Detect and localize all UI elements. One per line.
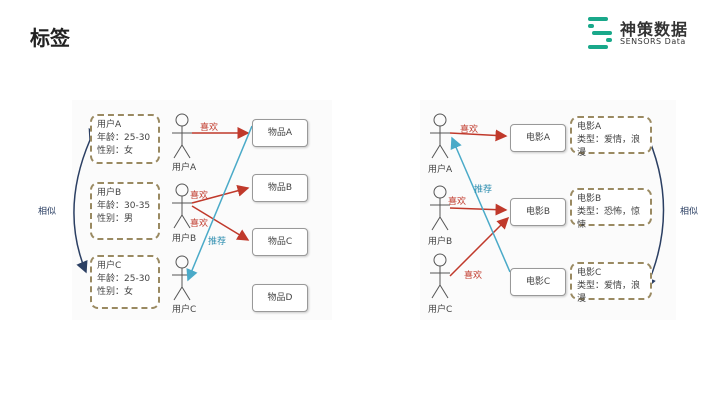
user-c-gender: 性别：女 — [97, 287, 134, 297]
movie-recommend-arrow — [450, 136, 511, 273]
movie-b-tag-name: 电影B — [577, 194, 602, 204]
movie-user-b-figure-icon — [430, 185, 450, 231]
logo-sub-text: SENSORS Data — [620, 37, 686, 46]
movie-like-label-3: 喜欢 — [464, 271, 483, 281]
movie-like-label-1: 喜欢 — [460, 125, 479, 135]
movie-c-tags: 电影C 类型：爱情，浪漫 — [570, 262, 652, 304]
movie-c-tag-name: 电影C — [577, 268, 602, 278]
like-label-3: 喜欢 — [190, 219, 209, 229]
user-a-age: 年龄：25-30 — [97, 133, 151, 143]
movie-like-arrow-b — [449, 203, 508, 216]
like-arrow-b-item-c — [191, 205, 250, 241]
movie-a-tags: 电影A 类型：爱情，浪漫 — [570, 116, 652, 158]
user-b-figure-icon — [172, 183, 192, 229]
user-c-label: 用户C — [172, 305, 197, 315]
movie-a-tag-name: 电影A — [577, 122, 602, 132]
movie-user-a-figure-icon — [430, 113, 450, 159]
movie-c-box: 电影C — [510, 268, 566, 296]
movie-like-arrow-c — [449, 216, 510, 277]
similar-arrow — [73, 127, 100, 274]
movie-b-tags: 电影B 类型：恐怖，惊悚 — [570, 188, 652, 230]
user-c-name: 用户C — [97, 261, 122, 271]
user-c-age: 年龄：25-30 — [97, 274, 151, 284]
movie-similar-label: 相似 — [680, 207, 699, 217]
user-a-profile: 用户A 年龄：25-30 性别：女 — [90, 114, 160, 164]
item-d-box: 物品D — [252, 284, 308, 312]
movie-b-tag-type: 类型：恐怖，惊悚 — [577, 207, 641, 230]
movie-b-box: 电影B — [510, 198, 566, 226]
movie-a-tag-type: 类型：爱情，浪漫 — [577, 135, 641, 158]
user-a-label: 用户A — [172, 163, 197, 173]
movie-a-box: 电影A — [510, 124, 566, 152]
recommend-label: 推荐 — [208, 237, 227, 247]
user-b-age: 年龄：30-35 — [97, 201, 151, 211]
item-c-box: 物品C — [252, 228, 308, 256]
movie-user-c-label: 用户C — [428, 305, 453, 315]
user-b-label: 用户B — [172, 234, 197, 244]
like-label-2: 喜欢 — [190, 191, 209, 201]
user-based-diagram: 用户A 年龄：25-30 性别：女 用户B 年龄：30-35 性别：男 用户C … — [38, 100, 332, 320]
user-c-figure-icon — [172, 255, 192, 301]
similar-label: 相似 — [38, 207, 57, 217]
content-based-diagram: 用户A 用户B 用户C 喜欢 喜欢 喜欢 推荐 相似 电影A 电影B 电影C 电… — [420, 100, 698, 320]
logo-main-text: 神策数据 — [620, 20, 689, 39]
user-a-figure-icon — [172, 113, 192, 159]
user-c-profile: 用户C 年龄：25-30 性别：女 — [90, 255, 160, 309]
item-a-box: 物品A — [252, 119, 308, 147]
movie-user-c-figure-icon — [430, 253, 450, 299]
movie-like-arrow-a — [449, 129, 508, 142]
logo-mark-icon — [588, 17, 612, 49]
item-b-box: 物品B — [252, 174, 308, 202]
like-label-1: 喜欢 — [200, 123, 219, 133]
user-a-name: 用户A — [97, 120, 122, 130]
company-logo: 神策数据 SENSORS Data — [586, 14, 711, 52]
user-b-name: 用户B — [97, 188, 122, 198]
page-title: 标签 — [30, 26, 70, 50]
movie-c-tag-type: 类型：爱情，浪漫 — [577, 281, 641, 304]
user-based-edges — [73, 113, 253, 301]
user-b-profile: 用户B 年龄：30-35 性别：男 — [90, 182, 160, 240]
movie-user-b-label: 用户B — [428, 237, 453, 247]
user-a-gender: 性别：女 — [97, 146, 134, 156]
like-arrow-b-item-b — [191, 184, 250, 204]
movie-recommend-label: 推荐 — [474, 185, 493, 195]
user-b-gender: 性别：男 — [97, 214, 134, 224]
movie-like-label-2: 喜欢 — [448, 197, 467, 207]
recommend-arrow — [186, 125, 253, 282]
movie-user-a-label: 用户A — [428, 165, 453, 175]
